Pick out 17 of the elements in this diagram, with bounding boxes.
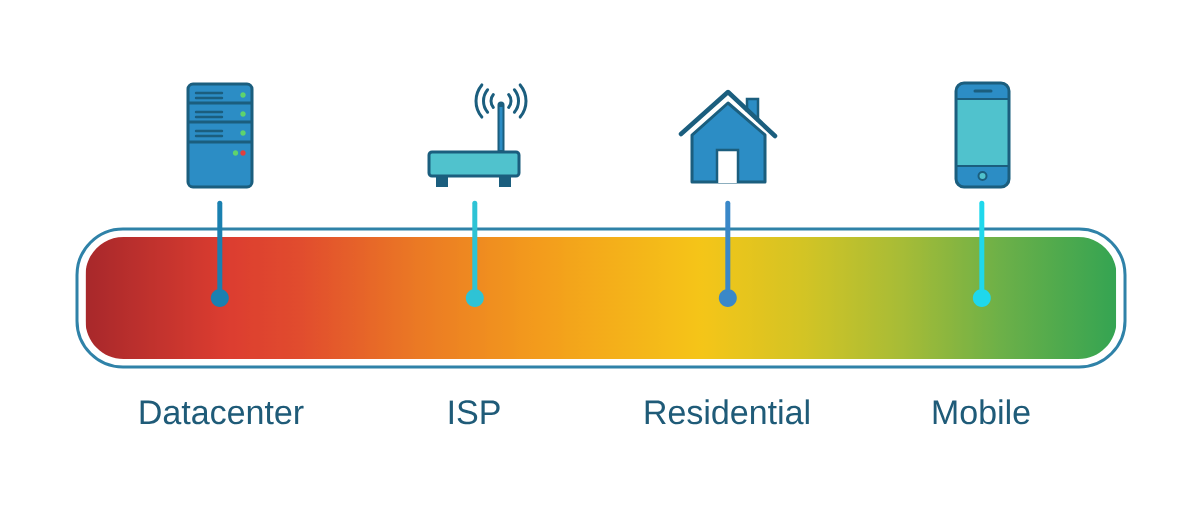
category-label: Residential	[645, 399, 809, 425]
marker-dot	[210, 289, 229, 307]
marker-dot	[718, 289, 737, 307]
category-label: Datacenter	[140, 400, 304, 425]
connector-line	[472, 200, 478, 292]
connector-line	[725, 200, 731, 292]
marker-dot	[972, 289, 991, 307]
marker-dot	[465, 289, 484, 307]
house-icon	[678, 89, 778, 185]
category-label: Mobile	[933, 399, 1030, 425]
connector-line	[217, 200, 223, 292]
smartphone-icon	[954, 81, 1011, 189]
connector-line	[979, 200, 985, 292]
category-label: ISP	[449, 400, 500, 425]
server-icon	[186, 82, 254, 189]
router-icon	[427, 83, 528, 187]
gradient-bar	[75, 227, 1127, 369]
